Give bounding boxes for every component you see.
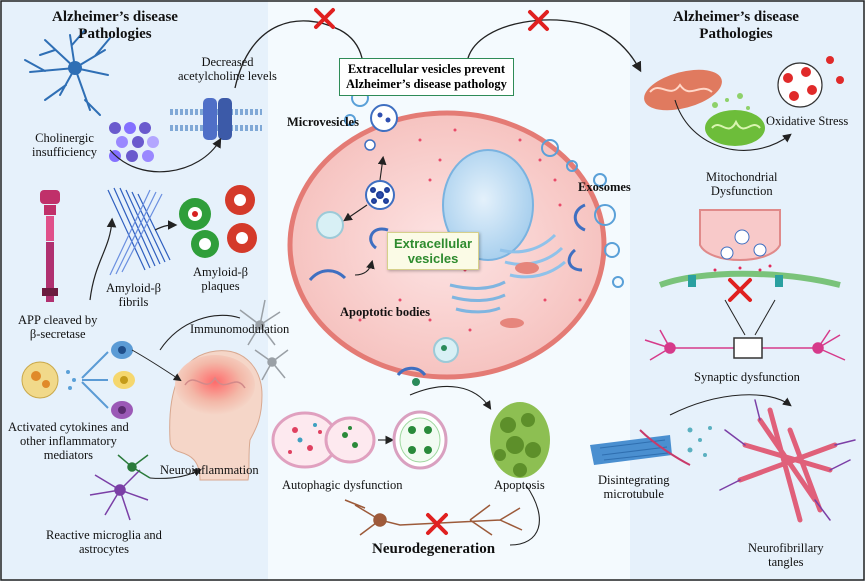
- cytokine-cell-icon: [21, 361, 76, 399]
- label-neuroinflammation: Neuroinflammation: [160, 463, 259, 477]
- blocked-arrow-right: [467, 19, 642, 73]
- cholinergic-neuron-icon: [24, 29, 111, 116]
- label-autophagic-dysfunction: Autophagic dysfunction: [282, 478, 403, 492]
- label-cholinergic-insufficiency: Cholinergic insufficiency: [32, 131, 98, 159]
- degenerating-neuron-icon: [344, 499, 523, 536]
- label-oxidative-stress: Oxidative Stress: [766, 114, 849, 128]
- autophagy-vesicle-icon: [271, 411, 376, 469]
- autolysosome-icon: [392, 410, 448, 470]
- cytoplasm-dots: [358, 128, 582, 332]
- acetylcholine-receptor-icon: [170, 98, 262, 140]
- amyloid-fibril-icon: [107, 187, 171, 276]
- amyloid-plaque-icon: [179, 185, 257, 258]
- label-neurofibrillary-tangles: Neurofibrillary tangles: [748, 541, 824, 569]
- label-amyloid-plaques: Amyloid-β plaques: [193, 265, 248, 293]
- synapse-icon: [658, 209, 841, 288]
- left-panel-title: Alzheimer’s disease Pathologies: [52, 9, 178, 42]
- label-exosomes: Exosomes: [578, 180, 631, 194]
- center-headline-box: Extracellular vesicles prevent Alzheimer…: [339, 58, 514, 96]
- label-microvesicles: Microvesicles: [287, 115, 359, 129]
- label-app-cleaved: APP cleaved by β-secretase: [18, 313, 98, 341]
- microtubule-icon: [590, 426, 712, 466]
- block-x-icon: [528, 10, 549, 31]
- label-neurodegeneration: Neurodegeneration: [372, 541, 496, 557]
- blocked-arrow-left: [234, 20, 341, 89]
- label-synaptic-dysfunction: Synaptic dysfunction: [694, 370, 800, 384]
- label-decreased-acetylcholine: Decreased acetylcholine levels: [178, 55, 277, 83]
- block-x-icon: [728, 278, 752, 302]
- immune-cells-icon: [81, 341, 135, 419]
- right-panel-title: Alzheimer’s disease Pathologies: [673, 9, 799, 42]
- label-disintegrating-microtubule: Disintegrating microtubule: [598, 473, 670, 501]
- neurofibrillary-tangle-icon: [719, 399, 856, 523]
- block-x-icon: [314, 8, 335, 29]
- label-apoptosis: Apoptosis: [494, 478, 545, 492]
- label-mitochondrial-dysfunction: Mitochondrial Dysfunction: [706, 170, 778, 198]
- glia-cell-icon: [239, 299, 289, 381]
- label-amyloid-fibrils: Amyloid-β fibrils: [106, 281, 161, 309]
- label-reactive-microglia: Reactive microglia and astrocytes: [46, 528, 162, 556]
- apoptosis-cell-icon: [490, 402, 550, 478]
- mitochondria-icon: [644, 69, 765, 146]
- label-immunomodulation: Immunomodulation: [190, 322, 290, 336]
- synapse-neurons-icon: [644, 329, 846, 361]
- app-protein-icon: [40, 190, 60, 302]
- extracellular-vesicles-box: Extracellular vesicles: [387, 232, 480, 270]
- microglia-astrocyte-icon: [89, 454, 151, 521]
- label-activated-cytokines: Activated cytokines and other inflammato…: [8, 420, 129, 462]
- inflamed-brain-icon: [169, 350, 263, 481]
- block-x-icon: [426, 513, 448, 535]
- acetylcholine-molecules-icon: [109, 122, 159, 162]
- label-apoptotic-bodies: Apoptotic bodies: [340, 305, 430, 319]
- ros-molecules-icon: [777, 56, 844, 108]
